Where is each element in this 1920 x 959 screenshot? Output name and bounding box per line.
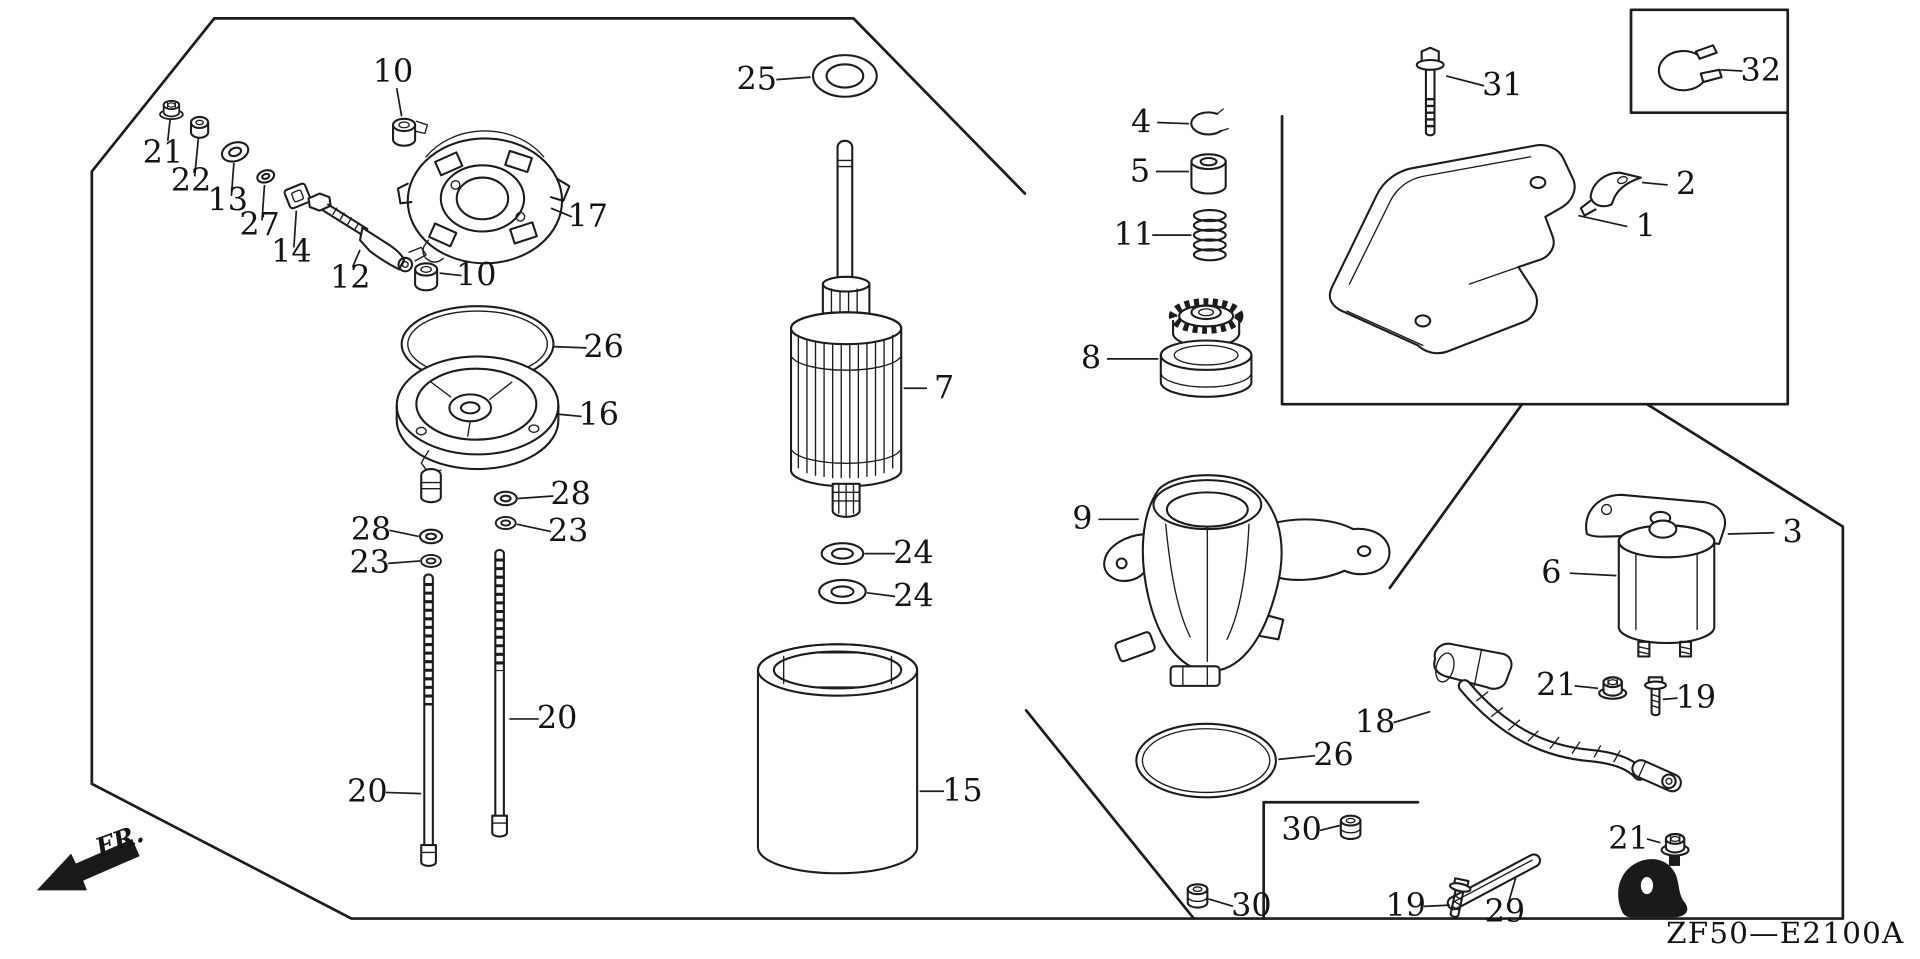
part-washer-28-right [493, 490, 518, 507]
part-motor-housing-15 [756, 643, 919, 875]
part-washer-23-right [494, 515, 517, 530]
fr-direction-arrow: FR. [36, 819, 148, 891]
part-solenoid-assembly [1585, 493, 1726, 658]
callout-10-a: 10 [373, 52, 414, 90]
callout-12: 12 [330, 258, 371, 296]
part-brush-holder-17 [396, 130, 571, 265]
diagram-border [90, 8, 1845, 920]
callout-26-a: 26 [583, 328, 624, 366]
callout-31: 31 [1482, 66, 1523, 104]
callout-4: 4 [1131, 102, 1151, 140]
part-clip-14 [283, 182, 312, 210]
part-bolt-20-left [420, 573, 437, 867]
part-bracket-1 [1328, 144, 1576, 355]
part-cable-18 [1433, 642, 1682, 793]
part-bushing-5 [1190, 153, 1227, 195]
callout-15: 15 [942, 771, 983, 809]
callout-32: 32 [1741, 51, 1782, 89]
part-terminal-boot [1618, 853, 1688, 918]
callout-10-b: 10 [456, 255, 497, 293]
drawing-code: ZF50—E2100A [1666, 916, 1904, 950]
callout-24-a: 24 [893, 533, 934, 571]
part-washer-23-left [420, 553, 442, 568]
part-nut-21-topleft [159, 99, 184, 120]
part-bolt-terminal-12 [307, 192, 414, 273]
part-washer-28-left [418, 528, 444, 545]
fr-label: FR. [91, 819, 148, 864]
callout-3: 3 [1783, 513, 1803, 551]
callout-14: 14 [271, 232, 312, 270]
part-washer-13 [220, 141, 250, 163]
leader-lines [166, 68, 1775, 908]
part-nut-21-mid [1598, 676, 1628, 700]
part-snap-ring-4 [1190, 108, 1229, 136]
callout-30-a: 30 [1281, 810, 1322, 848]
part-cap-30-upper [1339, 814, 1362, 841]
part-washer-24-upper [820, 542, 865, 566]
callout-18: 18 [1355, 702, 1396, 740]
part-collar-22 [189, 115, 210, 139]
part-washer-27 [256, 169, 276, 184]
callout-19-b: 19 [1385, 886, 1426, 924]
part-bolt-19-mid [1644, 676, 1667, 717]
part-washer-24-lower [818, 578, 867, 605]
part-clamp-2 [1579, 171, 1642, 217]
callout-9: 9 [1072, 499, 1092, 537]
part-nut-21-bottom [1660, 833, 1690, 857]
fr-arrow-icon [36, 838, 140, 891]
part-oring-26-right [1135, 722, 1277, 799]
part-solenoid-6 [1617, 524, 1716, 645]
part-cap-30-lower [1186, 883, 1209, 909]
callout-2: 2 [1676, 165, 1696, 203]
callout-21-b: 21 [1536, 666, 1577, 704]
callout-8: 8 [1081, 339, 1101, 377]
callout-29: 29 [1485, 892, 1526, 930]
part-armature-7 [789, 139, 903, 518]
callout-1: 1 [1636, 206, 1656, 244]
callout-23-a: 23 [548, 511, 589, 549]
part-cap-10-top [392, 117, 429, 147]
callout-23-b: 23 [350, 543, 391, 581]
part-gear-case-9 [1103, 474, 1391, 687]
callout-27: 27 [239, 205, 280, 243]
part-bolt-31 [1415, 46, 1445, 137]
callout-26-b: 26 [1313, 735, 1354, 773]
callout-25: 25 [736, 59, 777, 97]
callout-5: 5 [1130, 151, 1150, 189]
callout-28-b: 28 [351, 510, 392, 548]
callout-21-a: 21 [143, 133, 184, 171]
part-washer-25 [812, 54, 878, 98]
callout-17: 17 [567, 197, 608, 235]
callout-16: 16 [579, 395, 620, 433]
callout-30-b: 30 [1231, 886, 1272, 924]
callout-24-b: 24 [893, 576, 934, 614]
part-spring-11 [1192, 209, 1227, 262]
part-pinion-gear-8 [1159, 298, 1253, 398]
callout-20-a: 20 [537, 699, 578, 737]
callout-21-c: 21 [1608, 819, 1649, 857]
callout-22: 22 [171, 161, 212, 199]
callout-28-a: 28 [550, 475, 591, 513]
part-brush-cap [420, 468, 442, 504]
callout-11: 11 [1114, 215, 1155, 253]
part-clamp-32 [1657, 44, 1723, 92]
callout-6: 6 [1541, 553, 1561, 591]
callout-7: 7 [934, 368, 954, 406]
part-bolt-20-right [491, 548, 508, 838]
callout-19-a: 19 [1676, 678, 1717, 716]
part-end-cap-16 [395, 355, 560, 474]
callout-13: 13 [207, 181, 248, 219]
callout-20-b: 20 [347, 772, 388, 810]
callout-labels: 21 22 13 27 14 10 17 12 10 25 26 16 7 28… [143, 51, 1803, 930]
